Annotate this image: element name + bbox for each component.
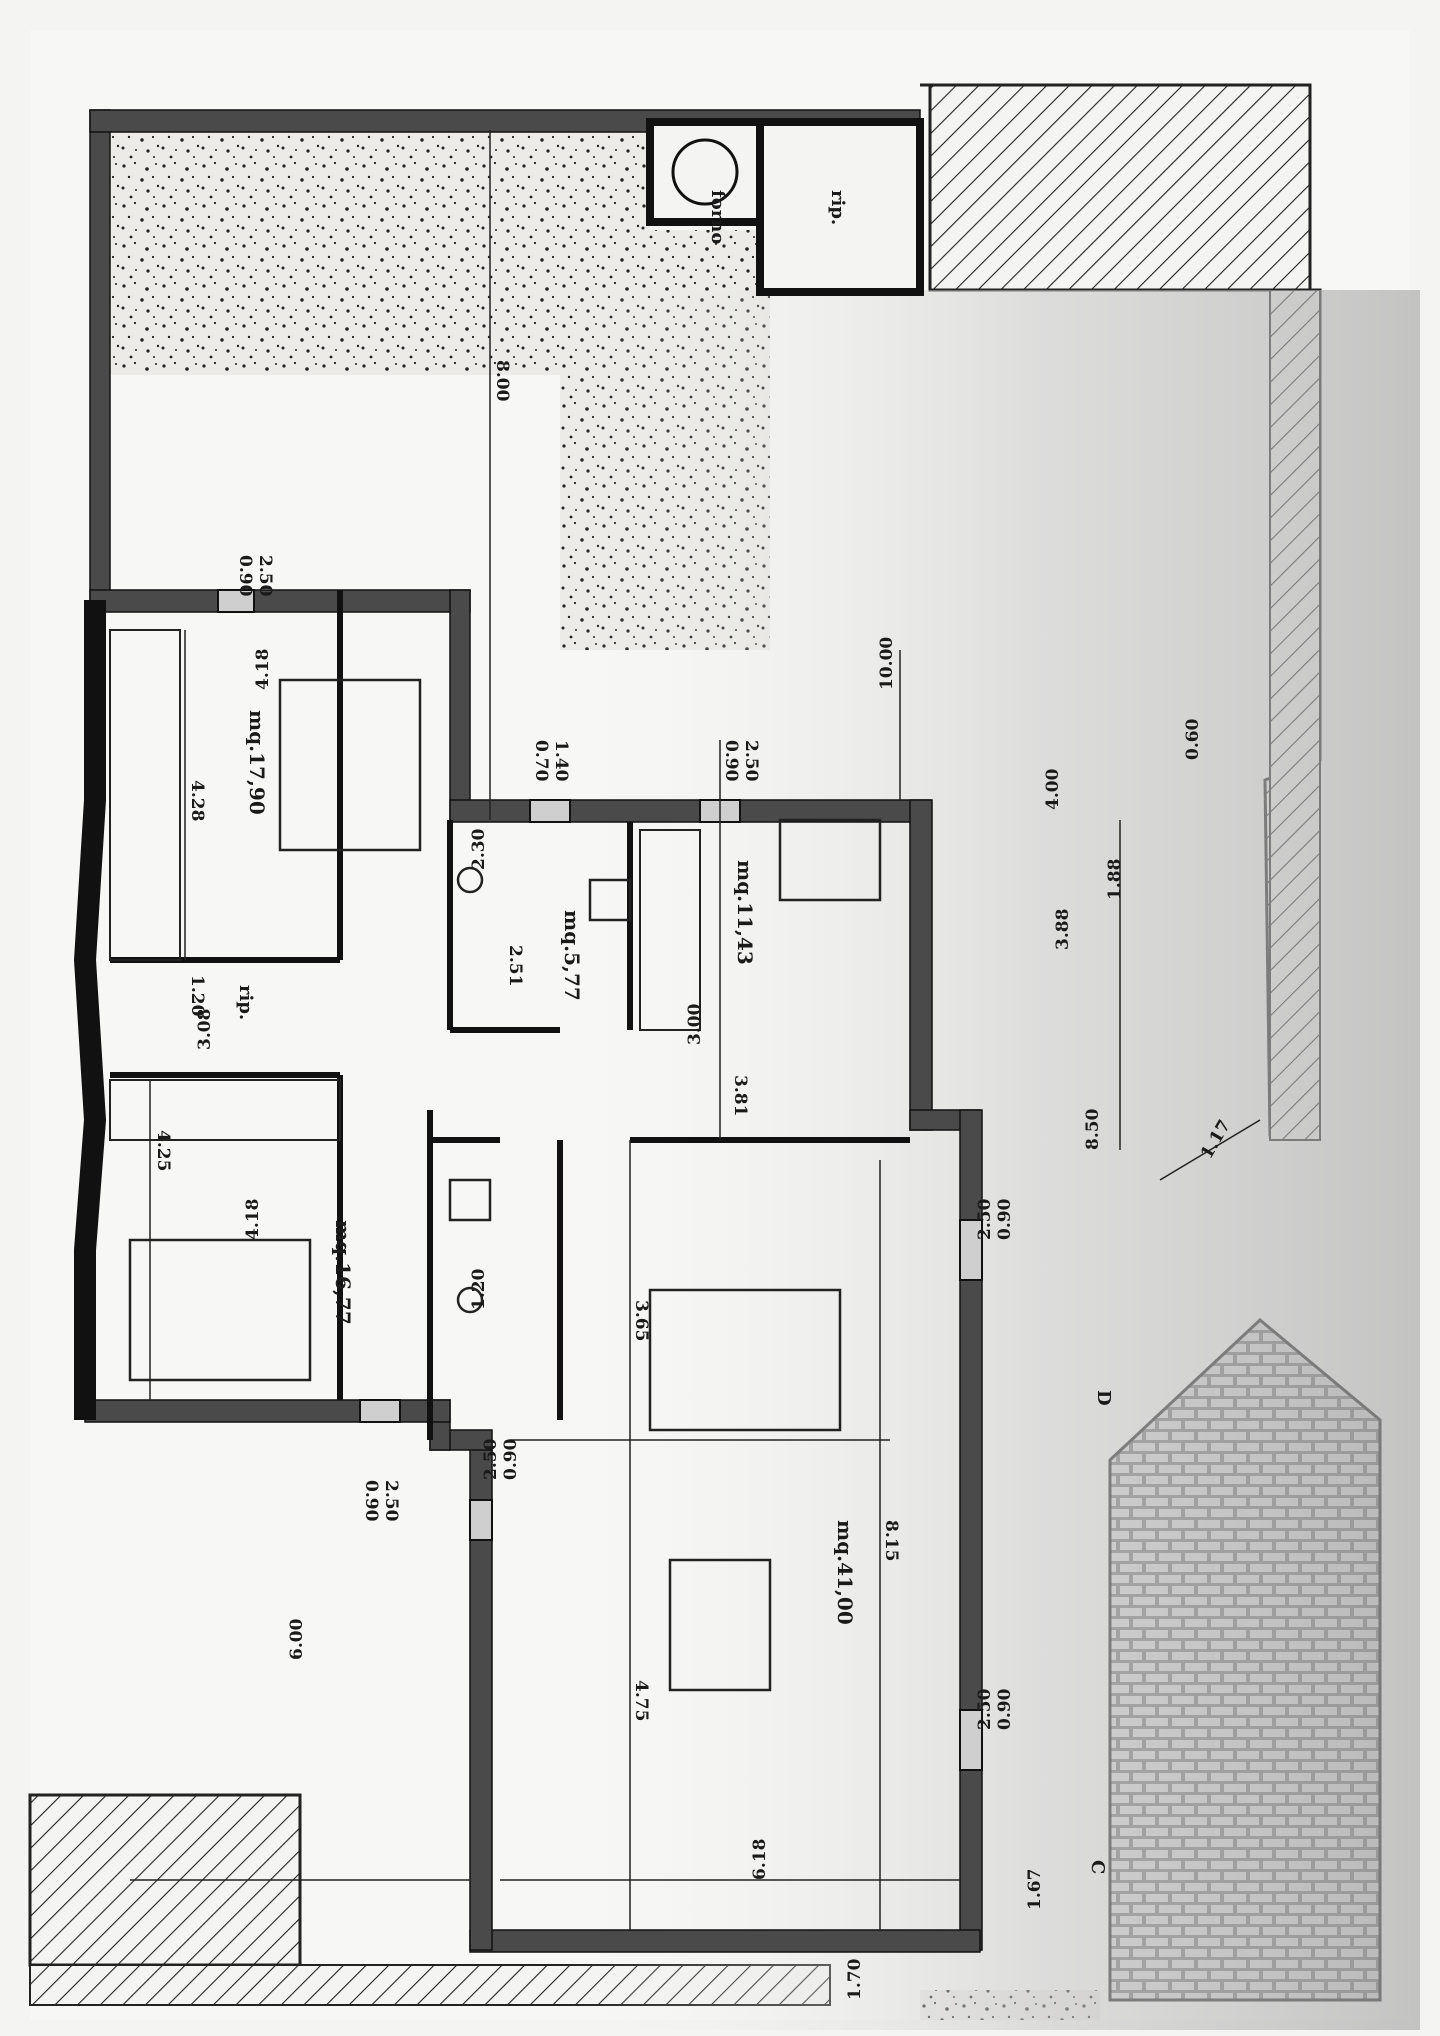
- dim-8-50: 8.50: [1083, 1108, 1103, 1150]
- dim-3-00: 3.00: [685, 1003, 705, 1045]
- dim-3-65: 3.65: [631, 1300, 651, 1341]
- dim-2-50-c: 2.50: [975, 1198, 995, 1240]
- service-rooms: [646, 118, 924, 296]
- sofa: [648, 1288, 842, 1432]
- dim-0-90-f: 0.90: [995, 1688, 1015, 1730]
- dim-3-88: 3.88: [1053, 909, 1073, 950]
- bed-small: [778, 818, 882, 902]
- dim-2-30: 2.30: [469, 828, 489, 870]
- dim-10-00: 10.00: [877, 637, 897, 690]
- dim-0-90-c: 0.90: [995, 1198, 1015, 1240]
- dim-0-70: 0.70: [531, 740, 551, 782]
- bed-bottom: [128, 1238, 312, 1382]
- dim-2-50-d: 2.50: [381, 1480, 401, 1522]
- label-rip-mid: rip.: [235, 985, 256, 1020]
- dim-8-15: 8.15: [881, 1520, 901, 1561]
- dining-table: [668, 1558, 772, 1692]
- dim-2-50-e: 2.50: [481, 1438, 501, 1480]
- wardrobe-bottom: [109, 1079, 341, 1141]
- dim-0-90-e: 0.90: [501, 1438, 521, 1480]
- dim-4-25: 4.25: [153, 1130, 173, 1171]
- dim-4-18-b: 4.18: [243, 1199, 263, 1240]
- dim-1-20-b: 1.20: [469, 1268, 489, 1310]
- sink-top: [588, 878, 632, 922]
- scan-shading: [560, 290, 1420, 2030]
- dim-1-40: 1.40: [551, 740, 571, 782]
- label-rip-top: rip.: [827, 190, 848, 225]
- dim-1-70: 1.70: [845, 1958, 865, 2000]
- dimension-lines: [130, 130, 1261, 1930]
- area-bedroom-bottom: mq.16,77: [331, 1220, 355, 1325]
- dim-4-00: 4.00: [1043, 768, 1063, 810]
- wc-bottom: [456, 1286, 484, 1314]
- bed-top: [278, 678, 422, 852]
- label-section-d: D: [1093, 1390, 1114, 1406]
- wc-top: [456, 866, 484, 894]
- dim-0-90-a: 0.90: [235, 555, 255, 597]
- dim-2-50-b: 2.50: [741, 740, 761, 782]
- dim-3-08: 3.08: [195, 1009, 215, 1050]
- dim-1-20-a: 1.20: [187, 975, 207, 1017]
- labels: forno rip. rip. D C mq.17,90 mq.5,77 mq.…: [153, 190, 1235, 2000]
- area-bedroom-top: mq.17,90: [245, 710, 269, 815]
- dim-0-90-b: 0.90: [721, 740, 741, 782]
- dim-3-81: 3.81: [730, 1075, 750, 1116]
- dim-0-60: 0.60: [1183, 718, 1203, 760]
- area-bedroom-small: mq.11,43: [733, 860, 757, 965]
- dim-0-90-d: 0.90: [361, 1480, 381, 1522]
- dim-4-75: 4.75: [631, 1680, 651, 1721]
- wardrobe-small: [639, 829, 701, 1031]
- dim-1-67: 1.67: [1025, 1869, 1045, 1910]
- label-section-c: C: [1087, 1860, 1108, 1874]
- dim-8-00: 8.00: [492, 360, 512, 402]
- area-bathroom-top: mq.5,77: [560, 910, 584, 1001]
- dim-1-88: 1.88: [1105, 859, 1125, 900]
- dim-2-51: 2.51: [505, 945, 525, 986]
- dim-4-18-a: 4.18: [253, 649, 273, 690]
- dim-4-28: 4.28: [187, 780, 207, 821]
- wardrobe-top: [109, 629, 181, 961]
- dim-2-50-a: 2.50: [255, 555, 275, 597]
- dim-6-18: 6.18: [750, 1839, 770, 1880]
- furniture: [109, 629, 882, 1692]
- dim-2-50-f: 2.50: [975, 1688, 995, 1730]
- sink-bottom: [448, 1178, 492, 1222]
- area-living: mq.41,00: [833, 1520, 857, 1625]
- dim-6-00: 6.00: [287, 1618, 307, 1660]
- windows: [217, 589, 983, 1771]
- label-forno: forno: [707, 190, 728, 244]
